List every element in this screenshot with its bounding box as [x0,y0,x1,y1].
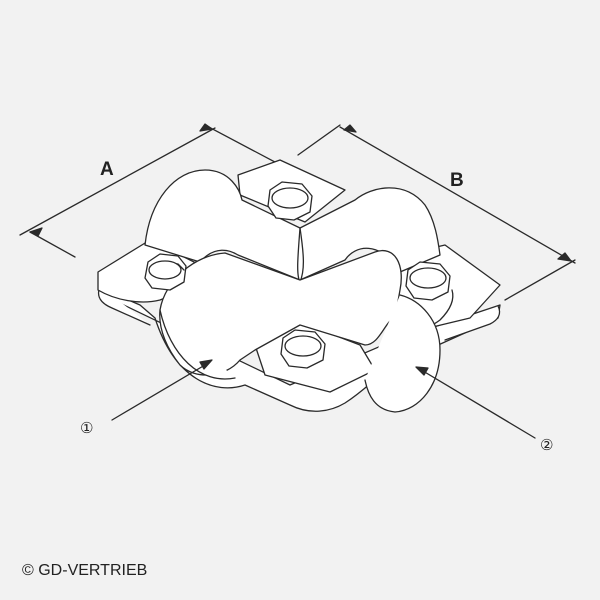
dimension-line-b [297,124,576,301]
dimension-label-b: B [450,170,464,191]
pipe-saddle-lower [159,249,454,413]
hex-bolt-back [267,181,313,221]
hex-bolt-right [405,261,451,301]
dimension-label-a: A [100,159,114,180]
callout-leader-1 [111,359,213,421]
callout-leader-2 [415,366,536,439]
copyright-footer: © GD-VERTRIEB [22,562,148,579]
hex-bolt-front [280,329,326,369]
callout-label-2: ② [540,436,553,454]
callout-label-1: ① [80,419,93,437]
hex-bolt-left [144,253,187,291]
